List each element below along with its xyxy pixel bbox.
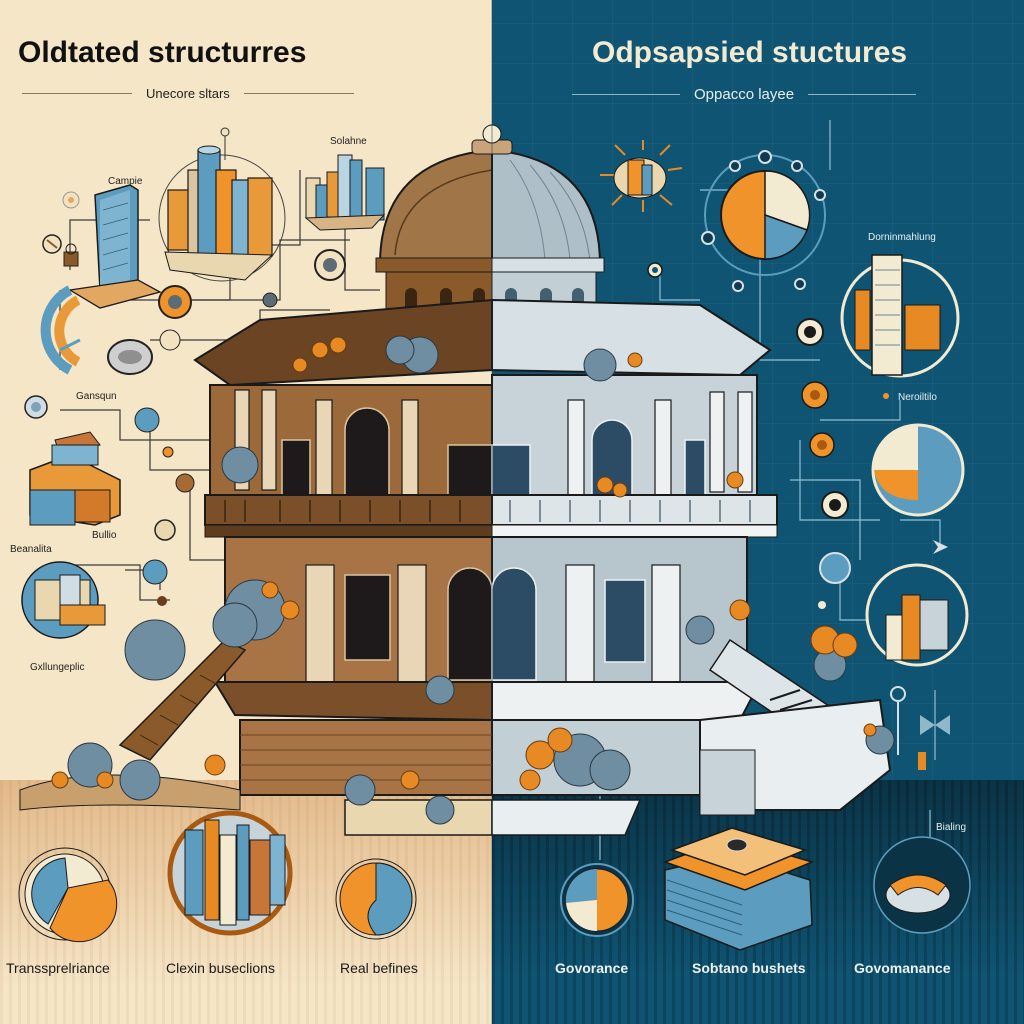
house-icon	[29, 431, 121, 526]
bottom-label-clean-business: Clexin buseclions	[166, 960, 275, 976]
subtitle-rule	[808, 94, 917, 95]
camera-icon	[314, 249, 346, 281]
arc-chart-icon	[40, 285, 81, 375]
callout-label: Bullio	[92, 530, 117, 541]
callout-label: Dorninmahlung	[868, 232, 936, 243]
document-stack-icon	[662, 827, 815, 951]
pie-chart-real-business	[335, 858, 417, 940]
callout-label: Beanalita	[10, 544, 52, 555]
callout-label: Solahne	[330, 136, 367, 147]
subtitle-rule	[572, 94, 680, 95]
pie-chart-transparency	[18, 847, 118, 943]
dot-icon	[162, 446, 195, 493]
sunburst-building-icon	[600, 140, 683, 212]
callout-label: Neroiltilo	[898, 392, 937, 403]
skyscraper-circle-icon	[840, 254, 960, 378]
cloud-icon	[159, 329, 181, 351]
pie-chart-icon-large	[701, 150, 826, 292]
callout-label: Gansqun	[76, 391, 117, 402]
arena-icon	[873, 836, 971, 934]
arrow-right-icon	[933, 540, 948, 554]
disc-icon	[107, 339, 153, 375]
bottom-label-substance-business: Sobtano bushets	[692, 960, 806, 976]
tree-foliage	[51, 335, 895, 825]
eye-icon	[796, 318, 824, 346]
pie-chart-governance	[560, 863, 634, 937]
target-icon	[158, 285, 192, 319]
bottom-label-governance: Govorance	[555, 960, 629, 976]
right-subtitle-row: Oppacco layee	[572, 86, 917, 103]
bowtie-icon	[920, 715, 950, 735]
bottom-label-transparency: Transsprelriance	[6, 960, 110, 976]
right-subtitle: Oppacco layee	[694, 86, 795, 103]
subtitle-rule	[22, 93, 132, 94]
gear-icon	[24, 395, 48, 419]
pie-chart-icon-medium	[871, 423, 965, 517]
subtitle-rule	[243, 93, 354, 94]
bottom-label-real-business: Real befines	[340, 960, 418, 976]
building-bars-icon	[304, 154, 386, 231]
dome-building-illustration	[19, 124, 892, 836]
callout-label: Campie	[108, 176, 143, 187]
left-subtitle: Unecore sltars	[146, 86, 230, 101]
small-dots	[818, 393, 889, 609]
eye-icon-2	[821, 491, 849, 519]
blue-node-icon	[142, 559, 168, 585]
callout-label: Bialing	[936, 822, 967, 833]
callout-label: Gxllungeplic	[30, 662, 85, 673]
target-icon-2	[819, 552, 851, 584]
orange-node-icon-2	[809, 432, 835, 458]
lock-icon	[63, 243, 79, 267]
small-node-icon	[157, 596, 167, 606]
node-icon	[262, 292, 278, 308]
left-subtitle-row: Unecore sltars	[22, 86, 354, 101]
orange-node-icon	[801, 381, 829, 409]
globe-icon	[134, 407, 160, 433]
vault-building-icon	[21, 561, 106, 639]
bottom-label-governance-2: Govomanance	[854, 960, 951, 976]
lamp-icon	[890, 686, 926, 770]
skyscraper-cluster-icon	[158, 145, 286, 282]
city-lens-icon	[167, 810, 293, 936]
right-title: Odpsapsied stuctures	[592, 36, 908, 69]
city-circle-icon	[865, 563, 969, 667]
coin-icon	[154, 519, 176, 541]
skyscraper-icon	[68, 184, 162, 309]
lens-icon	[647, 262, 663, 278]
pin-icon	[220, 127, 230, 160]
left-title: Oldtated structurres	[18, 36, 307, 69]
gauge-icon	[42, 234, 62, 254]
bulb-icon	[62, 191, 80, 209]
